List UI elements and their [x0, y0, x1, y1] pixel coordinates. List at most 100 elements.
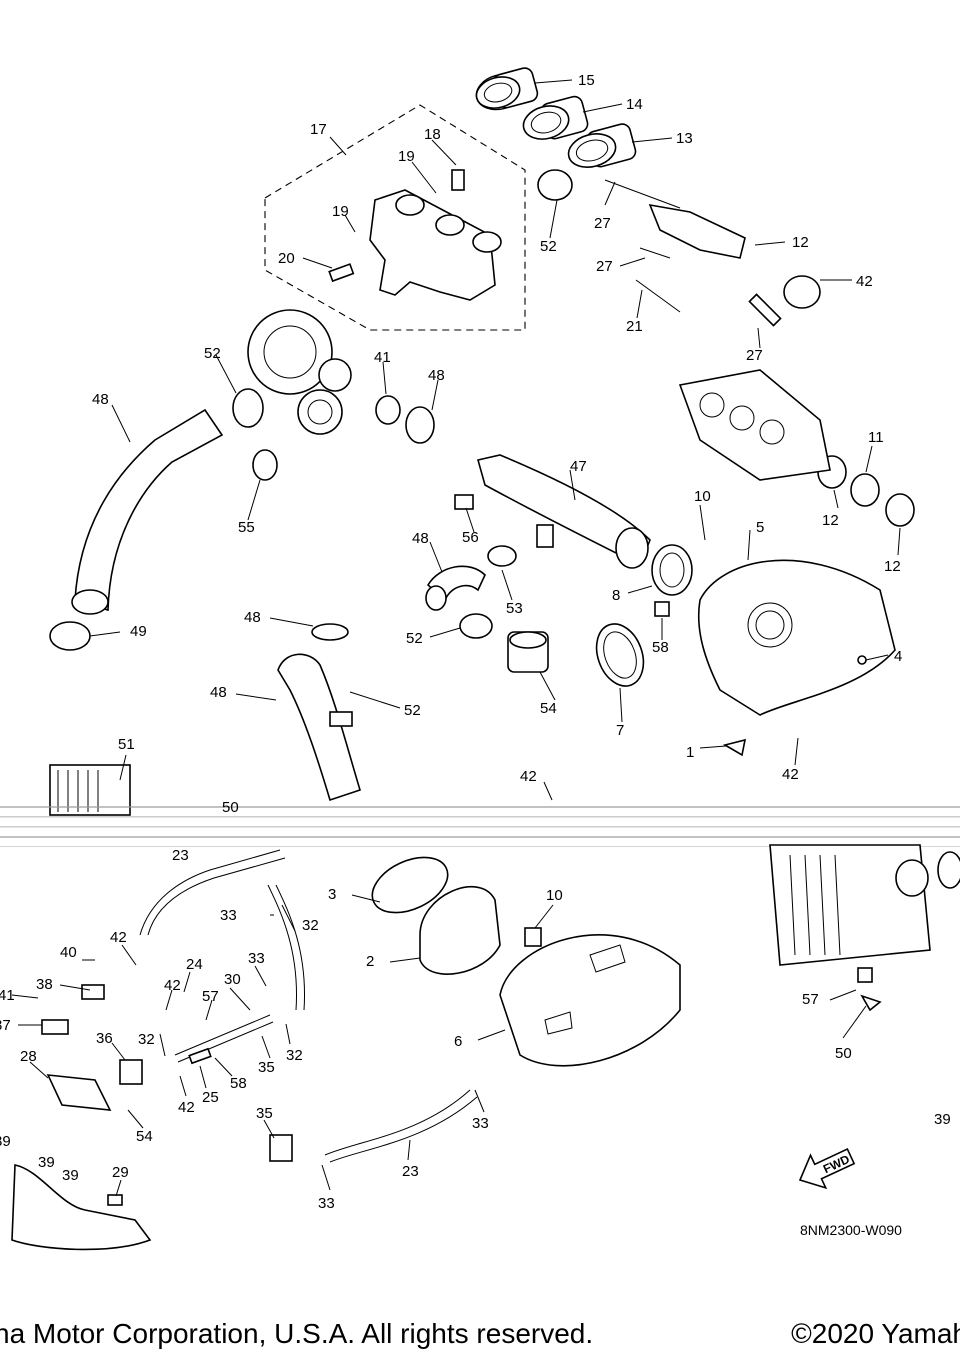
callout: 56	[462, 529, 479, 546]
callout: 55	[238, 519, 255, 536]
callout: 33	[318, 1195, 335, 1212]
intake-box-assembly	[264, 104, 526, 331]
callout-labels: 15 14 13 17 18 19 19 20 52 27 12 42 27 2…	[0, 72, 951, 1212]
callout: 50	[835, 1045, 852, 1062]
callout: 12	[884, 558, 901, 575]
callout: 38	[36, 976, 53, 993]
callout: 48	[412, 530, 429, 547]
callout: 7	[616, 722, 624, 739]
callout: 48	[244, 609, 261, 626]
callout: 47	[570, 458, 587, 475]
callout: 25	[202, 1089, 219, 1106]
copyright-year: ©2020 Yamah	[791, 1318, 960, 1349]
reference-code: 8NM2300-W090	[800, 1222, 902, 1238]
couplers	[595, 544, 693, 687]
callout: 42	[520, 768, 537, 785]
callout: 52	[204, 345, 221, 362]
callout: 40	[60, 944, 77, 961]
callout: 53	[506, 600, 523, 617]
callout: 57	[802, 991, 819, 1008]
callout: 36	[96, 1030, 113, 1047]
callout: 41	[374, 349, 391, 366]
callout: 12	[822, 512, 839, 529]
callout: 48	[210, 684, 227, 701]
callout: 52	[406, 630, 423, 647]
callout: 42	[856, 273, 873, 290]
callout: 17	[310, 121, 327, 138]
callout: 18	[424, 126, 441, 143]
callout: 2	[366, 953, 374, 970]
callout: 28	[20, 1048, 37, 1065]
callout: 42	[110, 929, 127, 946]
fwd-arrow-icon: FWD	[798, 1148, 856, 1190]
callout: 15	[578, 72, 595, 89]
pipe-43	[454, 454, 651, 569]
callout: 58	[652, 639, 669, 656]
callout: 23	[172, 847, 189, 864]
bracket	[604, 179, 782, 327]
callout: 23	[402, 1163, 419, 1180]
leader-lines	[11, 79, 901, 1197]
callout: 35	[256, 1105, 273, 1122]
callout: 30	[224, 971, 241, 988]
callout: 8	[612, 587, 620, 604]
callout: 42	[164, 977, 181, 994]
callout: 10	[694, 488, 711, 505]
callout: 48	[428, 367, 445, 384]
callout: 58	[230, 1075, 247, 1092]
callout: 32	[138, 1031, 155, 1048]
callout: 27	[596, 258, 613, 275]
callout: 19	[398, 148, 415, 165]
callout: 12	[792, 234, 809, 251]
callout: 39	[0, 1133, 11, 1150]
callout: 42	[178, 1099, 195, 1116]
bracket-30	[11, 1074, 152, 1251]
hose-clamps	[49, 169, 915, 651]
callout: 13	[676, 130, 693, 147]
intercooler-right	[769, 844, 960, 1012]
callout: 11	[868, 429, 884, 446]
throttle-body	[678, 369, 831, 481]
intake-boots	[475, 67, 637, 168]
callout: 10	[546, 887, 563, 904]
callout: 14	[626, 96, 643, 113]
turbocharger	[247, 309, 352, 435]
callout: 32	[302, 917, 319, 934]
callout: 21	[626, 318, 643, 335]
callout: 39	[934, 1111, 951, 1128]
cooler-housing-top	[697, 559, 896, 757]
callout: 1	[686, 744, 694, 761]
callout: 33	[472, 1115, 489, 1132]
callout: 5	[756, 519, 764, 536]
callout: 50	[222, 799, 239, 816]
callout: 48	[92, 391, 109, 408]
callout: 52	[404, 702, 421, 719]
hose-46	[71, 408, 224, 615]
callout: 33	[220, 907, 237, 924]
callout: 39	[62, 1167, 79, 1184]
callout: 4	[894, 648, 902, 665]
hose-44	[425, 565, 486, 611]
callout: 49	[130, 623, 147, 640]
callout: 37	[0, 1017, 11, 1034]
callout: 24	[186, 956, 203, 973]
callout: 3	[328, 886, 336, 903]
callout: 27	[594, 215, 611, 232]
callout: 19	[332, 203, 349, 220]
callout: 33	[248, 950, 265, 967]
callout: 39	[38, 1154, 55, 1171]
callout: 27	[746, 347, 763, 364]
callout: 54	[136, 1128, 153, 1145]
callout: 54	[540, 700, 557, 717]
callout: 29	[112, 1164, 129, 1181]
vacuum-hoses	[41, 849, 478, 1163]
callout: 20	[278, 250, 295, 267]
callout: 42	[782, 766, 799, 783]
air-filter-cover	[371, 856, 681, 1067]
valve-53	[507, 631, 549, 673]
copyright-notice: na Motor Corporation, U.S.A. All rights …	[0, 1318, 594, 1349]
scan-artifact-band	[0, 806, 960, 847]
callout: 6	[454, 1033, 462, 1050]
callout: 51	[118, 736, 135, 753]
